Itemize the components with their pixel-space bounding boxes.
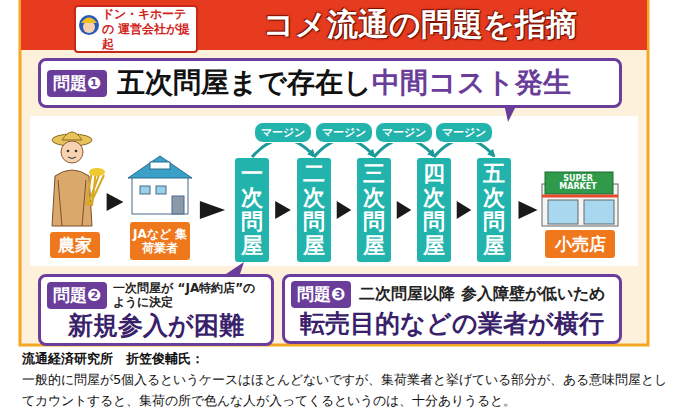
text-label: 一般的に問屋が5個入るというケースはほとんどないですが、集荷業者と挙げている部分…	[22, 370, 670, 412]
node-box: 五次問屋	[477, 158, 511, 262]
node-text: 二次問屋	[303, 162, 325, 259]
node-box: 問題❷一次問屋が “JA特約店”のように決定新規参入が困難	[38, 274, 274, 346]
node-box: 二次問屋	[297, 158, 331, 262]
node-text: 新規参入が困難	[47, 310, 265, 341]
node-text: 二次問屋以降 参入障壁が低いため	[359, 284, 605, 305]
farmer-illustration	[52, 132, 105, 226]
node-box: 問題❸ 二次問屋以降 参入障壁が低いため転売目的などの業者が横行	[282, 274, 622, 344]
edge-label: マージン	[315, 122, 373, 143]
node-text: 四次問屋	[423, 162, 445, 259]
node-text: 転売目的などの業者が横行	[291, 308, 613, 339]
node-box: 小売店	[545, 230, 615, 258]
edge-label: マージン	[254, 122, 312, 143]
node-text: 問題❶	[47, 70, 107, 97]
node-text: 中間コスト発生	[372, 64, 571, 102]
flow-arrow	[200, 201, 225, 219]
edge-label: マージン	[435, 122, 493, 143]
flow-arrow	[518, 201, 537, 219]
node-text: 一次問屋が “JA特約店”のように決定	[113, 281, 263, 310]
diagram-title: コメ流通の問題を指摘	[200, 4, 640, 46]
node-text: JAなど 集荷業者	[133, 227, 187, 256]
flow-arrow	[275, 201, 291, 219]
node-text: 五次問屋	[483, 162, 505, 259]
node-text: 問題❸	[291, 281, 351, 308]
node-box: 三次問屋	[357, 158, 391, 262]
node-text: 五次問屋まで存在し	[117, 64, 372, 102]
node-text: 三次問屋	[363, 162, 385, 259]
flow-arrow	[397, 201, 412, 219]
panel	[20, 0, 648, 345]
callout-tail	[226, 262, 244, 274]
node-box: JAなど 集荷業者	[130, 222, 190, 260]
node-text: ドン・キホーテの 運営会社が提起	[102, 7, 193, 52]
text-label: SUPER MARKET	[547, 175, 609, 192]
node-box: ドン・キホーテの 運営会社が提起	[74, 5, 198, 53]
node-text: 問題❷	[47, 282, 107, 309]
node-box: 一次問屋	[235, 158, 269, 262]
node-box: 問題❶ 五次問屋まで存在し中間コスト発生	[38, 58, 622, 108]
edge-label: マージン	[375, 122, 433, 143]
node-box: 農家	[50, 232, 100, 258]
warehouse-illustration	[128, 156, 192, 214]
node-text: 農家	[58, 236, 92, 255]
node-text: 小売店	[555, 235, 606, 254]
mascot-icon	[78, 14, 100, 36]
supermarket-illustration	[542, 172, 618, 226]
node-box: 四次問屋	[417, 158, 451, 262]
flow-arrow	[107, 193, 124, 211]
callout-tail	[505, 108, 515, 122]
text-label: 流通経済研究所 折笠俊輔氏：	[22, 350, 662, 368]
flow-arrow	[337, 201, 352, 219]
flow-band	[30, 116, 638, 266]
node-text: 一次問屋	[241, 162, 263, 259]
flow-arrow	[457, 201, 472, 219]
